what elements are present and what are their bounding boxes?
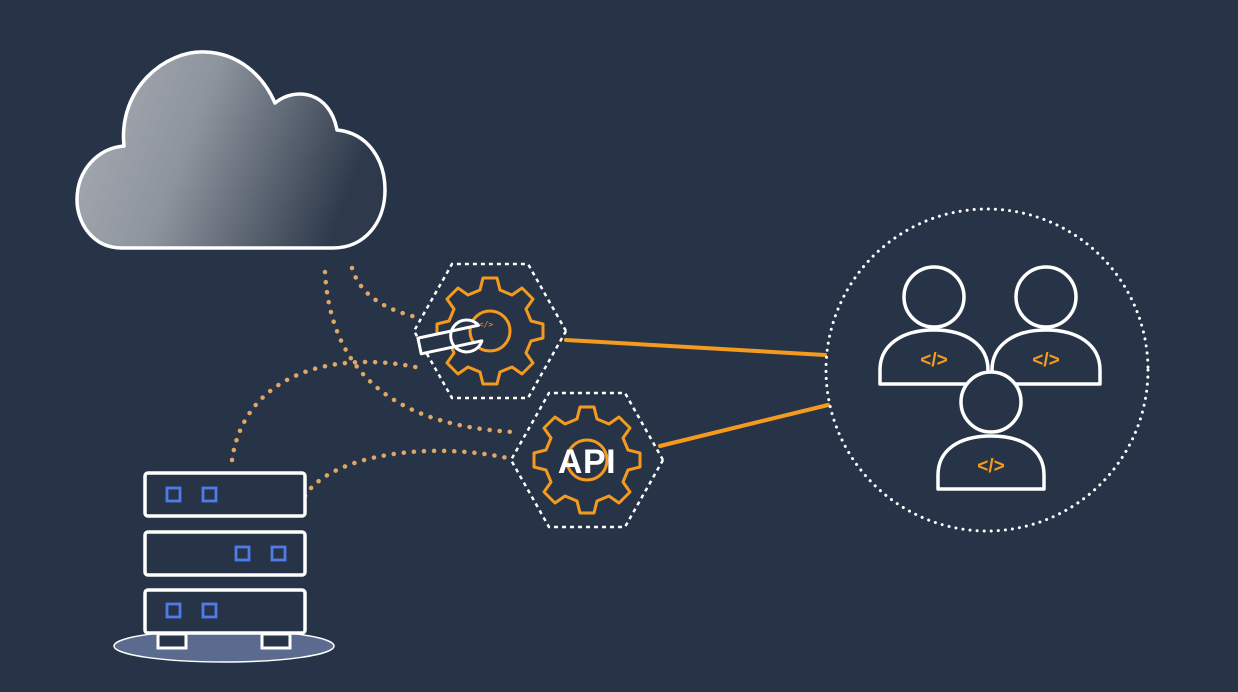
developer-person-icon: </> [878,265,990,386]
developer-code-tag: </> [1032,350,1059,371]
wrench-icon [416,318,507,356]
connector-cloud-to-tools [349,265,423,321]
api-gear-icon: API [509,391,665,529]
connector-server-to-tools [229,359,423,463]
connector-api-to-developers [658,403,830,448]
wrench-gear-icon: </> [412,262,568,400]
server-base [113,629,335,663]
developer-person-icon: </> [990,265,1102,386]
connector-tools-to-developers [564,338,827,357]
developer-group-boundary [824,207,1150,533]
developer-code-tag: </> [920,350,947,371]
developer-group-icon: </> </> </> [824,207,1150,533]
solid-connectors [564,338,830,448]
cloud-icon [75,50,387,250]
wrench-code-tag: </> [479,320,494,329]
developer-person-icon: </> [936,370,1046,491]
server-stack-icon [113,471,335,663]
api-label: API [558,443,616,481]
dotted-connectors [229,265,517,499]
developer-code-tag: </> [977,456,1004,477]
connector-cloud-to-api [322,269,517,435]
connector-server-to-api [302,448,515,499]
